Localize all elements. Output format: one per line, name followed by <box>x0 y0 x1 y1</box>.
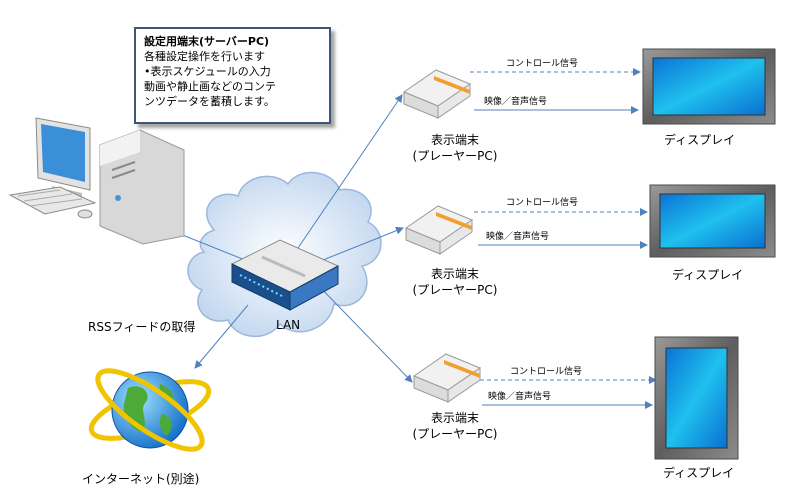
display-icon-1 <box>642 48 776 125</box>
callout-line-3: 動画や静止画などのコンテ <box>144 80 276 93</box>
av-signal-label-3: 映像／音声信号 <box>488 392 552 402</box>
display-icon-2 <box>649 184 776 258</box>
display-label-3: ディスプレイ <box>663 466 735 480</box>
internet-label: インターネット(別途) <box>82 472 200 486</box>
server-callout: 設定用端末(サーバーPC) 各種設定操作を行います •表示スケジュールの入力 動… <box>134 27 331 124</box>
internet-globe-icon <box>88 368 212 452</box>
control-signal-label-3: コントロール信号 <box>510 367 583 377</box>
server-pc-icon <box>8 117 185 245</box>
control-signal-label-1: コントロール信号 <box>506 59 579 69</box>
player-label-1: 表示端末 (プレーヤーPC) <box>395 132 515 164</box>
lan-player1-line <box>297 94 403 249</box>
display-label-1: ディスプレイ <box>664 133 736 147</box>
player-device-icon-1 <box>402 69 472 119</box>
player-sub-2: (プレーヤーPC) <box>412 283 498 297</box>
lan-player2-line <box>317 226 404 263</box>
callout-line-1: 各種設定操作を行います <box>144 50 265 63</box>
rss-label: RSSフィードの取得 <box>88 320 196 334</box>
player-device-icon-2 <box>404 205 474 255</box>
control-signal-label-2: コントロール信号 <box>506 198 579 208</box>
network-hub-icon <box>230 239 340 311</box>
player-name-1: 表示端末 <box>430 133 479 147</box>
player-sub-3: (プレーヤーPC) <box>412 427 498 441</box>
player-label-3: 表示端末 (プレーヤーPC) <box>395 410 515 442</box>
callout-line-2: •表示スケジュールの入力 <box>144 65 271 78</box>
player-device-icon-3 <box>412 353 482 403</box>
display-label-2: ディスプレイ <box>672 268 744 282</box>
display-icon-3 <box>654 336 739 460</box>
connection-lines <box>149 68 657 409</box>
av-signal-label-1: 映像／音声信号 <box>484 97 548 107</box>
lan-internet-line <box>194 304 249 369</box>
player-sub-1: (プレーヤーPC) <box>412 149 498 163</box>
lan-label: LAN <box>276 318 301 332</box>
lan-player3-line <box>314 281 413 383</box>
player-name-2: 表示端末 <box>430 267 479 281</box>
callout-line-4: ンツデータを蓄積します。 <box>144 95 275 108</box>
av-signal-label-2: 映像／音声信号 <box>486 232 550 242</box>
callout-title: 設定用端末(サーバーPC) <box>144 35 270 48</box>
player-name-3: 表示端末 <box>430 411 479 425</box>
player-label-2: 表示端末 (プレーヤーPC) <box>395 266 515 298</box>
